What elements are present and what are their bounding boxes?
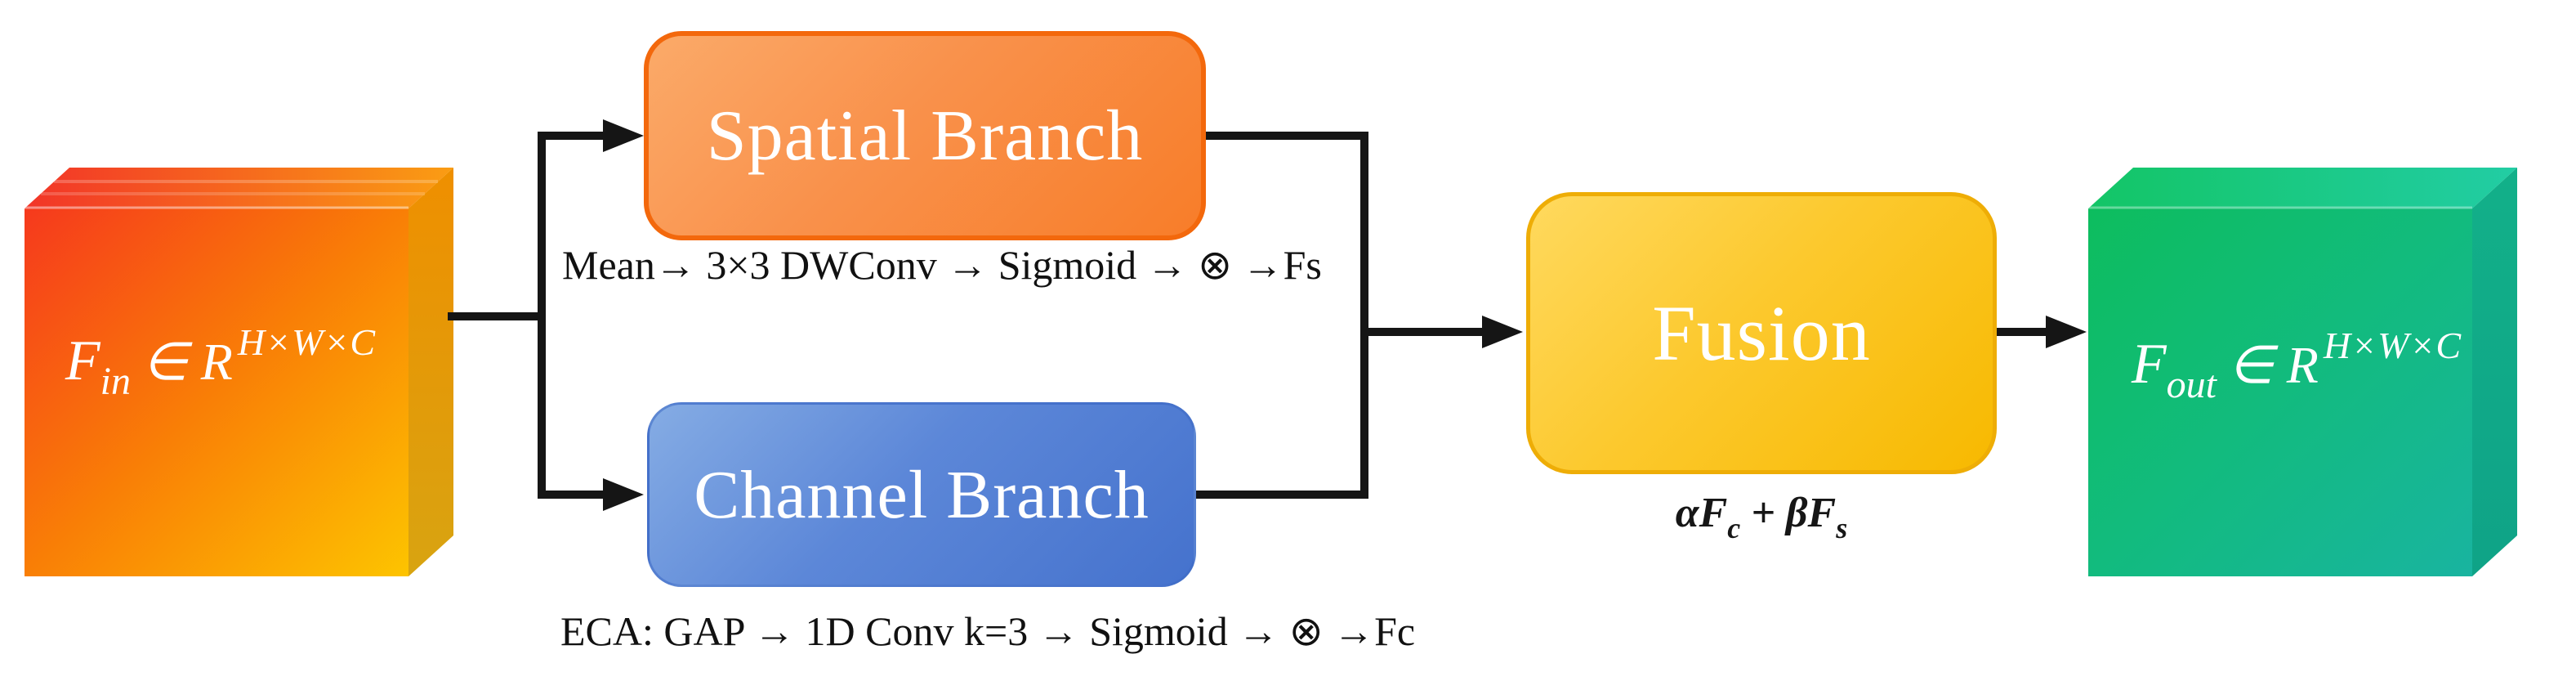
channel-branch-title: Channel Branch [694, 456, 1150, 533]
spatial-input-arrowhead [603, 119, 644, 152]
channel-branch-box: Channel Branch [647, 402, 1196, 587]
input-tensor-cube [25, 168, 453, 576]
output-tensor-superscript: H×W×C [2323, 325, 2462, 366]
input-tensor-superscript: H×W×C [237, 321, 377, 363]
output-cube-front-face [2088, 208, 2472, 576]
arrowheads [603, 119, 2087, 511]
output-tensor-cube [2088, 168, 2517, 576]
fusion-title: Fusion [1652, 289, 1871, 377]
spatial-branch-box: Spatial Branch [644, 31, 1206, 240]
fusion-formula: αFc + βFs [1526, 489, 1997, 545]
input-tensor-relation: ∈ R [141, 333, 233, 391]
fusion-box: Fusion [1526, 192, 1997, 474]
output-arrowhead [2046, 316, 2087, 348]
output-tensor-symbol: F [2131, 333, 2167, 396]
input-cube-side-face [408, 168, 453, 576]
channel-branch-pipeline-text: ECA: GAP → 1D Conv k=3 → Sigmoid → ⊗ →Fc [560, 608, 1416, 654]
fusion-formula-term1: αF [1675, 490, 1728, 536]
output-cube-side-face [2472, 168, 2517, 576]
input-cube-front-face [25, 208, 408, 576]
input-tensor-subscript: in [100, 360, 131, 403]
connectors [448, 132, 2049, 499]
channel-input-arrowhead [603, 478, 644, 511]
fusion-input-arrowhead [1482, 316, 1523, 348]
spatial-branch-title: Spatial Branch [706, 96, 1144, 176]
fusion-formula-term2-subscript: s [1836, 512, 1848, 544]
output-tensor-relation: ∈ R [2227, 336, 2319, 394]
input-cube-top-face [25, 168, 453, 208]
input-tensor-symbol: F [65, 329, 100, 392]
spatial-branch-pipeline-text: Mean→ 3×3 DWConv → Sigmoid → ⊗ →Fs [562, 242, 1322, 288]
fusion-formula-term1-subscript: c [1727, 512, 1741, 544]
fusion-formula-term2: + βF [1740, 490, 1837, 536]
output-cube-top-face [2088, 168, 2517, 208]
output-tensor-subscript: out [2166, 363, 2217, 406]
